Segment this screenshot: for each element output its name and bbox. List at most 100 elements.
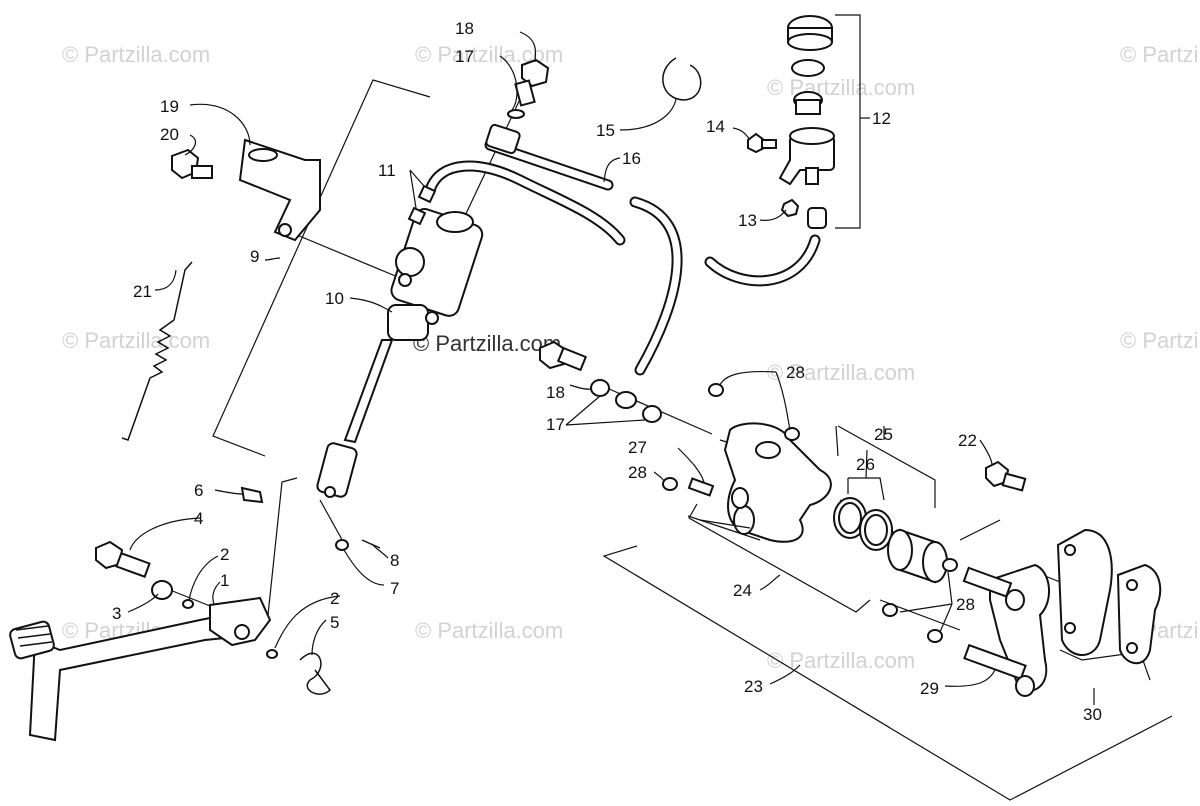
brake-pads-30 xyxy=(1056,528,1162,665)
banjo-fitting xyxy=(485,123,521,155)
washer-17 xyxy=(507,109,525,119)
callout-8: 8 xyxy=(390,551,399,570)
assembly-brackets xyxy=(212,14,1173,801)
master-cylinder xyxy=(316,208,484,498)
callout-19: 19 xyxy=(160,97,179,116)
seal-28 xyxy=(784,427,800,441)
caliper xyxy=(662,383,832,543)
callout-20: 20 xyxy=(160,125,179,144)
spring-21 xyxy=(121,261,193,441)
callout-25: 25 xyxy=(874,425,893,444)
bracket-25 xyxy=(835,425,936,508)
callout-14: 14 xyxy=(706,117,725,136)
callout-28: 28 xyxy=(786,363,805,382)
callout-17: 17 xyxy=(546,415,565,434)
brake-pad xyxy=(1116,563,1162,665)
callout-16: 16 xyxy=(622,149,641,168)
watermark: © Partzilla.com xyxy=(1120,42,1200,67)
bolt-20 xyxy=(171,148,213,180)
pin-8 xyxy=(361,539,381,549)
seal-28 xyxy=(927,629,943,643)
nut-13 xyxy=(780,198,800,218)
watermark: © Partzilla.com xyxy=(62,328,210,353)
watermark: © Partzilla.com xyxy=(767,360,915,385)
callout-1: 1 xyxy=(220,571,229,590)
callout-24: 24 xyxy=(733,581,752,600)
hose-clamps-11 xyxy=(407,184,437,226)
mount-bracket xyxy=(171,138,321,242)
callout-26: 26 xyxy=(856,455,875,474)
bracket-26 xyxy=(847,477,885,501)
bracket-23 xyxy=(602,545,1173,801)
callout-6: 6 xyxy=(194,481,203,500)
callout-17: 17 xyxy=(455,47,474,66)
bracket-pedal xyxy=(267,477,298,616)
callout-22: 22 xyxy=(958,431,977,450)
callout-23: 23 xyxy=(744,677,763,696)
washer-17 xyxy=(642,405,662,423)
caliper-bracket xyxy=(882,460,1051,697)
leader-lines xyxy=(127,31,1095,705)
cylinder-boot xyxy=(387,304,429,341)
seal-28 xyxy=(882,603,898,617)
watermark: © Partzilla.com xyxy=(767,648,915,673)
callout-28: 28 xyxy=(628,463,647,482)
callout-27: 27 xyxy=(628,438,647,457)
bracket-24 xyxy=(688,503,871,613)
banjo-bolt-top xyxy=(485,58,550,155)
pedal-pivot-1 xyxy=(209,596,272,647)
clip-7 xyxy=(335,539,349,551)
clip-15 xyxy=(662,57,702,101)
seal-28 xyxy=(942,558,958,572)
axis-line xyxy=(284,229,406,281)
ring-2 xyxy=(182,599,194,609)
seal-28 xyxy=(662,477,678,491)
pushrod xyxy=(343,339,394,444)
pedal-pad xyxy=(9,620,55,660)
callout-30: 30 xyxy=(1083,705,1102,724)
callout-18: 18 xyxy=(546,383,565,402)
washer-3 xyxy=(151,580,173,600)
bolt-4 xyxy=(95,540,151,578)
piston-seals xyxy=(833,497,948,584)
slide-pin xyxy=(962,566,1013,598)
brake-pedal xyxy=(9,486,381,742)
axis-line xyxy=(319,499,346,546)
bushing-6 xyxy=(240,486,264,504)
watermark: © Partzilla.com xyxy=(1120,328,1200,353)
callout-3: 3 xyxy=(112,604,121,623)
reservoir-diaphragm-plate xyxy=(791,59,825,77)
callout-21: 21 xyxy=(133,282,152,301)
callout-18: 18 xyxy=(455,19,474,38)
banjo-eye xyxy=(615,391,637,409)
callout-12: 12 xyxy=(872,109,891,128)
callout-29: 29 xyxy=(920,679,939,698)
bracket-19 xyxy=(238,138,321,242)
callout-15: 15 xyxy=(596,121,615,140)
watermark-center: © Partzilla.com xyxy=(413,331,561,356)
callout-4: 4 xyxy=(194,509,203,528)
washer-17 xyxy=(590,379,610,397)
callout-13: 13 xyxy=(738,211,757,230)
bracket-9 xyxy=(212,79,431,457)
bracket-30 xyxy=(1059,649,1151,681)
banjo-bolt-middle xyxy=(539,340,662,423)
callout-10: 10 xyxy=(325,289,344,308)
watermark: © Partzilla.com xyxy=(767,75,915,100)
callout-11: 11 xyxy=(378,161,396,180)
callout-labels: 18 17 19 20 11 15 16 14 12 13 9 21 10 18… xyxy=(112,19,1102,724)
reservoir-fitting xyxy=(807,207,827,229)
slide-pin-29 xyxy=(963,643,1027,681)
callout-2: 2 xyxy=(330,589,339,608)
bracket-22-line xyxy=(959,519,1001,541)
clevis xyxy=(316,442,358,498)
ring-2 xyxy=(266,649,278,659)
callout-9: 9 xyxy=(250,247,259,266)
callout-2: 2 xyxy=(220,545,229,564)
watermark: © Partzilla.com xyxy=(62,42,210,67)
watermark: © Partzilla.com xyxy=(415,618,563,643)
bleeder-27 xyxy=(687,477,715,497)
callout-5: 5 xyxy=(330,613,339,632)
reservoir-assembly xyxy=(747,15,835,229)
